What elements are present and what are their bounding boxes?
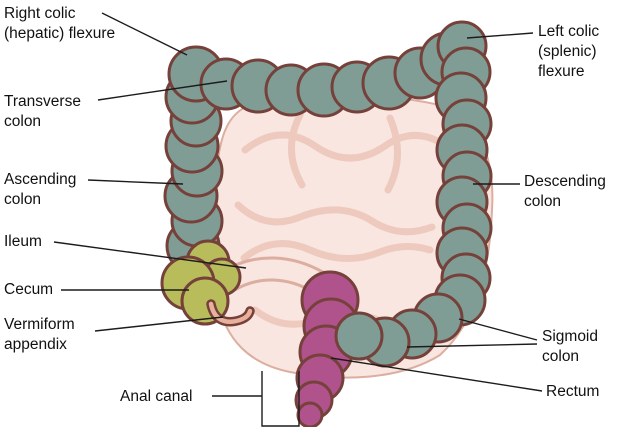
label-right-colic-flexure: Right colic (hepatic) flexure [4,5,116,43]
leader-sigmoid-colon-upper [458,318,538,341]
leader-right-colic-flexure [101,12,188,56]
leader-transverse-colon [97,80,228,101]
label-cecum: Cecum [4,281,54,298]
label-ascending-colon: Ascending colon [4,171,77,209]
vermiform-appendix-shape [206,299,255,327]
label-vermiform-appendix: Vermiform appendix [4,316,75,354]
label-sigmoid-colon: Sigmoid colon [542,328,598,366]
anal-canal-bracket [261,371,300,427]
label-left-colic-flexure: Left colic (splenic) flexure [538,23,600,81]
descending-colon-shape [433,46,493,327]
label-anal-canal: Anal canal [120,388,193,405]
rectum-shape [294,270,360,427]
leader-rectum [330,357,543,392]
label-ileum: Ileum [4,233,42,250]
label-rectum: Rectum [546,383,600,400]
leader-sigmoid-colon-lower [406,343,538,348]
label-transverse-colon: Transverse colon [4,93,81,131]
leader-left-colic-flexure [466,32,534,39]
ileum-shape [217,256,331,295]
leader-lines [53,12,543,427]
label-descending-colon: Descending colon [524,173,606,211]
leader-ascending-colon [87,179,184,185]
leader-vermiform-appendix [94,316,224,332]
leader-ileum [53,241,247,269]
